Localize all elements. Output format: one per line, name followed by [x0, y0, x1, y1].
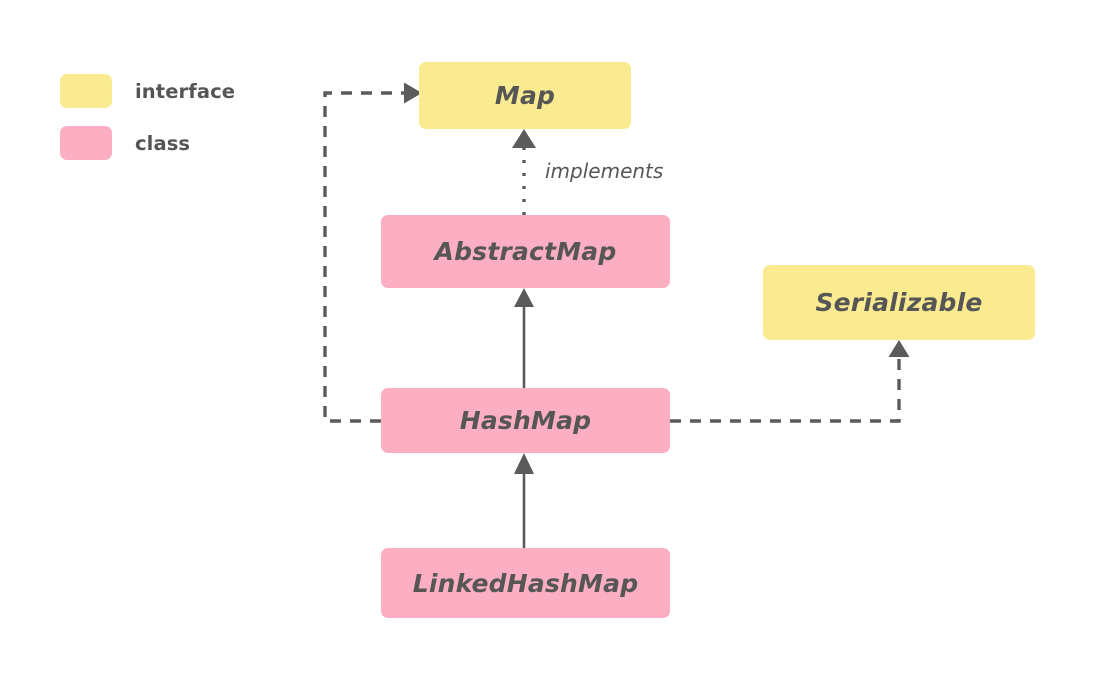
legend-item-class: class: [60, 126, 190, 160]
edge-linkedhashmap-extends-hashmap: [514, 453, 534, 548]
interface-swatch: [60, 74, 112, 108]
edge-hashmap-extends-abstractmap: [514, 288, 534, 388]
node-label-hashmap: HashMap: [459, 406, 592, 435]
node-label-abstractmap: AbstractMap: [434, 237, 617, 266]
node-linkedhashmap[interactable]: LinkedHashMap: [381, 548, 670, 618]
edge-hashmap-implements-serializable: [670, 340, 910, 423]
node-abstractmap[interactable]: AbstractMap: [381, 215, 670, 288]
class-swatch: [60, 126, 112, 160]
node-serializable[interactable]: Serializable: [763, 265, 1035, 340]
legend-label-class: class: [135, 131, 191, 155]
node-label-map: Map: [494, 81, 556, 110]
legend-item-interface: interface: [60, 74, 235, 108]
edge-label-implements: implements: [545, 159, 664, 183]
edge-abstractmap-implements-map: [512, 129, 536, 215]
node-hashmap[interactable]: HashMap: [381, 388, 670, 453]
node-map[interactable]: Map: [419, 62, 631, 129]
legend-label-interface: interface: [135, 79, 236, 103]
node-label-linkedhashmap: LinkedHashMap: [412, 568, 639, 598]
node-label-serializable: Serializable: [815, 288, 983, 317]
